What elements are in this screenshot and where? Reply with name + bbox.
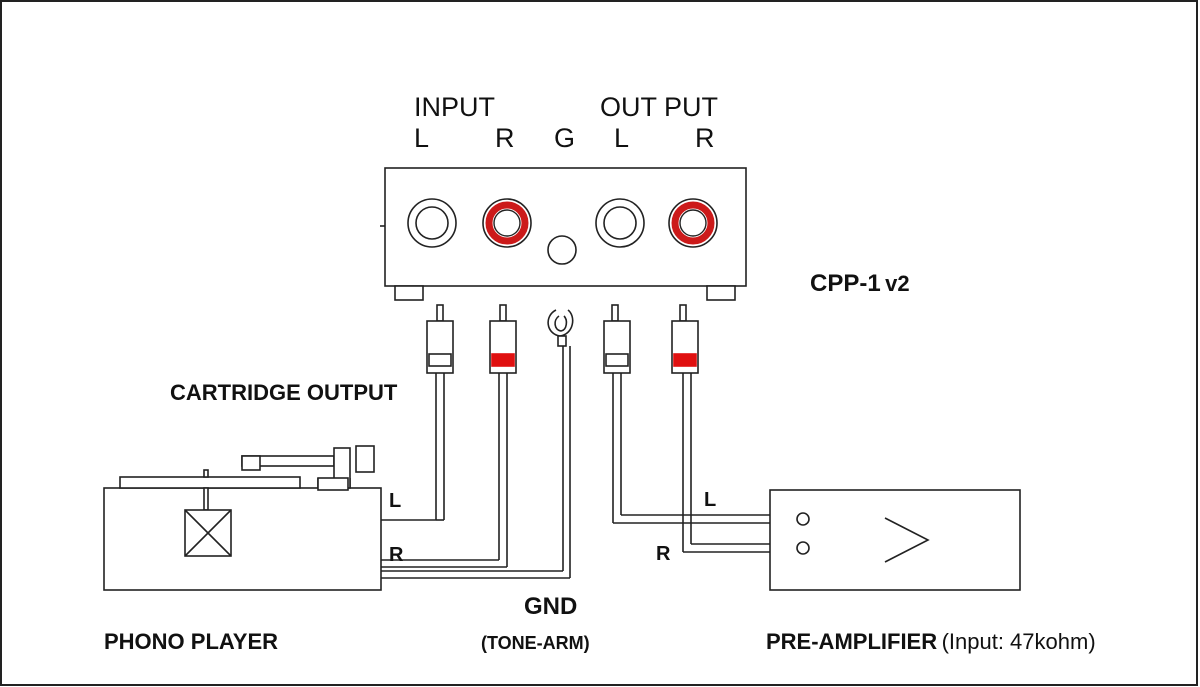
output-label: OUT PUT bbox=[600, 92, 719, 122]
phono-player-label: PHONO PLAYER bbox=[104, 629, 279, 654]
preamp-impedance-note: (Input: 47kohm) bbox=[941, 629, 1096, 654]
device-foot-left bbox=[394, 285, 424, 301]
rca-plug-output-l bbox=[603, 304, 631, 523]
channel-label-ground: G bbox=[554, 123, 576, 153]
channel-label-output-l: L bbox=[614, 123, 630, 153]
preamp-input-l bbox=[796, 512, 810, 526]
ground-terminal bbox=[547, 235, 577, 265]
device-foot-right bbox=[706, 285, 736, 301]
cartridge-output-label: CARTRIDGE OUTPUT bbox=[170, 380, 398, 405]
preamp-input-r bbox=[796, 541, 810, 555]
jack-output-l bbox=[595, 198, 645, 248]
ground-spade-lug bbox=[547, 309, 574, 578]
model-suffix: v2 bbox=[885, 271, 910, 296]
rca-plug-input-l bbox=[426, 304, 454, 520]
cable-preamp-left bbox=[613, 514, 797, 524]
phono-right-label: R bbox=[389, 544, 404, 566]
jack-input-r bbox=[482, 198, 532, 248]
jack-input-l bbox=[407, 198, 457, 248]
phono-player bbox=[103, 445, 382, 591]
preamp-name: PRE-AMPLIFIER bbox=[766, 629, 938, 654]
gnd-label: GND bbox=[524, 593, 578, 620]
preamp-left-label: L bbox=[704, 489, 717, 511]
channel-label-input-r: R bbox=[495, 123, 515, 153]
pre-amplifier bbox=[769, 489, 1021, 591]
platter bbox=[119, 476, 301, 489]
device-model-label: CPP-1 v2 bbox=[810, 272, 910, 296]
model-prefix: CPP-1 bbox=[810, 270, 881, 297]
channel-label-output-r: R bbox=[695, 123, 715, 153]
input-label: INPUT bbox=[414, 92, 495, 122]
phono-left-label: L bbox=[389, 490, 402, 512]
jack-output-r bbox=[668, 198, 718, 248]
preamp-right-label: R bbox=[656, 543, 671, 565]
preamp-label: PRE-AMPLIFIER (Input: 47kohm) bbox=[766, 631, 1096, 653]
channel-label-input-l: L bbox=[414, 123, 430, 153]
tonearm-weight bbox=[355, 445, 375, 473]
amplifier-symbol bbox=[884, 517, 930, 563]
tone-arm-label: (TONE-ARM) bbox=[481, 633, 590, 653]
rca-plug-input-r bbox=[489, 304, 517, 567]
